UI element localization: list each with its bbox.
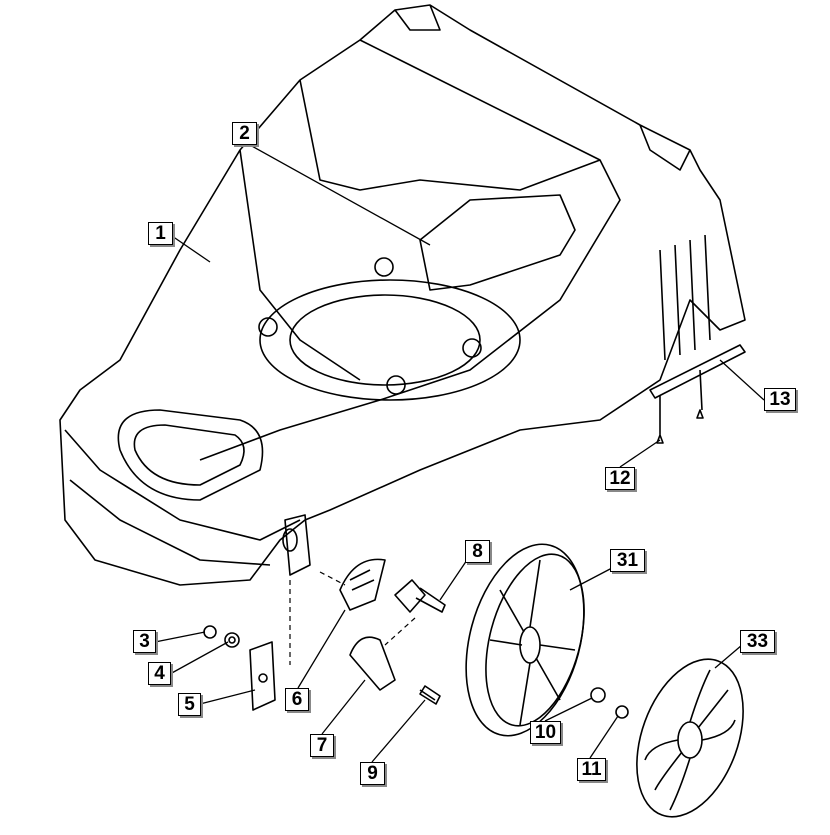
wheel-31 bbox=[465, 543, 585, 737]
callout-6: 6 bbox=[285, 688, 309, 711]
callout-33: 33 bbox=[740, 630, 775, 653]
callout-7: 7 bbox=[310, 734, 334, 757]
callout-4: 4 bbox=[148, 662, 171, 685]
part-3-nut bbox=[203, 625, 217, 639]
callout-12: 12 bbox=[605, 467, 635, 490]
part-4-washer bbox=[224, 632, 240, 648]
hubcap-33 bbox=[636, 658, 744, 818]
callout-11: 11 bbox=[577, 758, 606, 781]
part-10-washer bbox=[590, 687, 606, 703]
callout-3: 3 bbox=[133, 630, 156, 653]
part-8-axle bbox=[394, 579, 446, 613]
callout-31: 31 bbox=[610, 549, 645, 572]
leader-lines bbox=[154, 144, 765, 763]
callout-9: 9 bbox=[360, 762, 385, 785]
part-7-clamp bbox=[349, 636, 396, 691]
callout-1: 1 bbox=[148, 222, 173, 245]
part-5-plate bbox=[249, 641, 276, 711]
part-11-nut bbox=[615, 705, 629, 719]
callout-5: 5 bbox=[178, 693, 201, 716]
callout-8: 8 bbox=[465, 540, 490, 563]
callout-13: 13 bbox=[764, 388, 796, 411]
mower-deck bbox=[59, 4, 746, 586]
callout-10: 10 bbox=[530, 721, 561, 744]
callout-2: 2 bbox=[232, 122, 257, 145]
part-6-adjuster bbox=[339, 558, 386, 611]
part-13-bracket bbox=[649, 344, 746, 444]
part-9-screw bbox=[419, 685, 441, 705]
